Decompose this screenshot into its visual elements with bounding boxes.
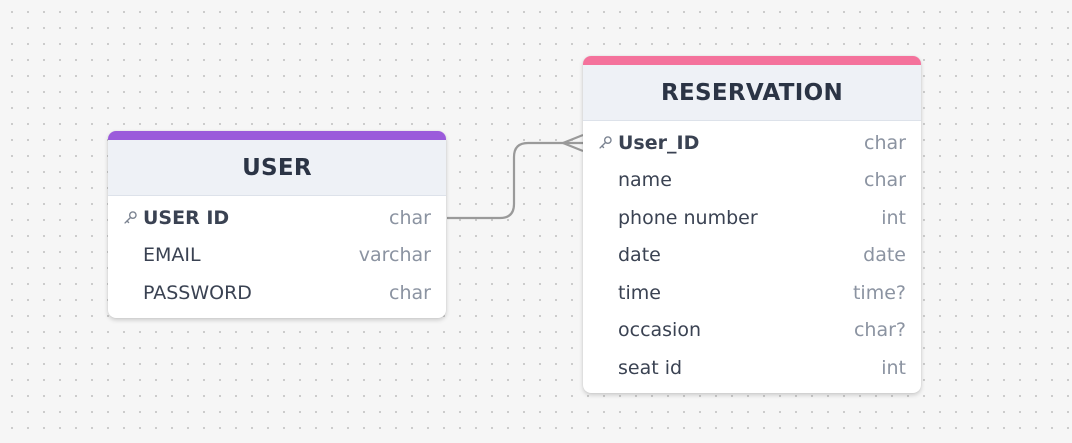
column-name: name — [618, 169, 672, 192]
table-row[interactable]: name char — [583, 162, 921, 200]
key-icon — [122, 210, 138, 226]
column-name: User_ID — [618, 131, 700, 154]
column-type: int — [881, 356, 906, 379]
column-name: occasion — [618, 319, 702, 342]
column-type: time? — [852, 281, 906, 304]
table-row[interactable]: USER ID char — [108, 199, 446, 237]
table-row[interactable]: occasion char? — [583, 312, 921, 350]
column-name: phone number — [618, 206, 758, 229]
key-icon — [597, 135, 613, 151]
table-row[interactable]: seat id int — [583, 349, 921, 387]
table-title: RESERVATION — [660, 79, 843, 106]
table-title: USER — [242, 154, 312, 181]
table-row[interactable]: time time? — [583, 274, 921, 312]
column-type: char — [389, 206, 431, 229]
table-accent-bar — [583, 56, 921, 65]
table-header[interactable]: USER — [108, 140, 446, 196]
table-row[interactable]: date date — [583, 237, 921, 275]
column-type: char? — [853, 319, 906, 342]
column-name: seat id — [618, 356, 683, 379]
column-type: varchar — [358, 244, 431, 267]
table-accent-bar — [108, 131, 446, 140]
column-type: int — [881, 206, 906, 229]
table-reservation[interactable]: RESERVATION User_ID char name char phone… — [583, 56, 921, 393]
table-row[interactable]: User_ID char — [583, 124, 921, 162]
table-columns: USER ID char EMAIL varchar PASSWORD char — [108, 196, 446, 318]
column-name: date — [618, 244, 661, 267]
column-name: EMAIL — [143, 244, 201, 267]
table-row[interactable]: phone number int — [583, 199, 921, 237]
column-name: time — [618, 281, 661, 304]
column-name: PASSWORD — [143, 281, 252, 304]
table-columns: User_ID char name char phone number int … — [583, 121, 921, 393]
column-type: date — [863, 244, 906, 267]
table-header[interactable]: RESERVATION — [583, 65, 921, 121]
column-name: USER ID — [143, 206, 230, 229]
table-row[interactable]: PASSWORD char — [108, 274, 446, 312]
table-row[interactable]: EMAIL varchar — [108, 237, 446, 275]
column-type: char — [389, 281, 431, 304]
crows-foot-marker — [562, 133, 584, 153]
column-type: char — [864, 169, 906, 192]
table-user[interactable]: USER USER ID char EMAIL varchar PASSWORD… — [108, 131, 446, 318]
relationship-line — [447, 141, 583, 220]
column-type: char — [864, 131, 906, 154]
